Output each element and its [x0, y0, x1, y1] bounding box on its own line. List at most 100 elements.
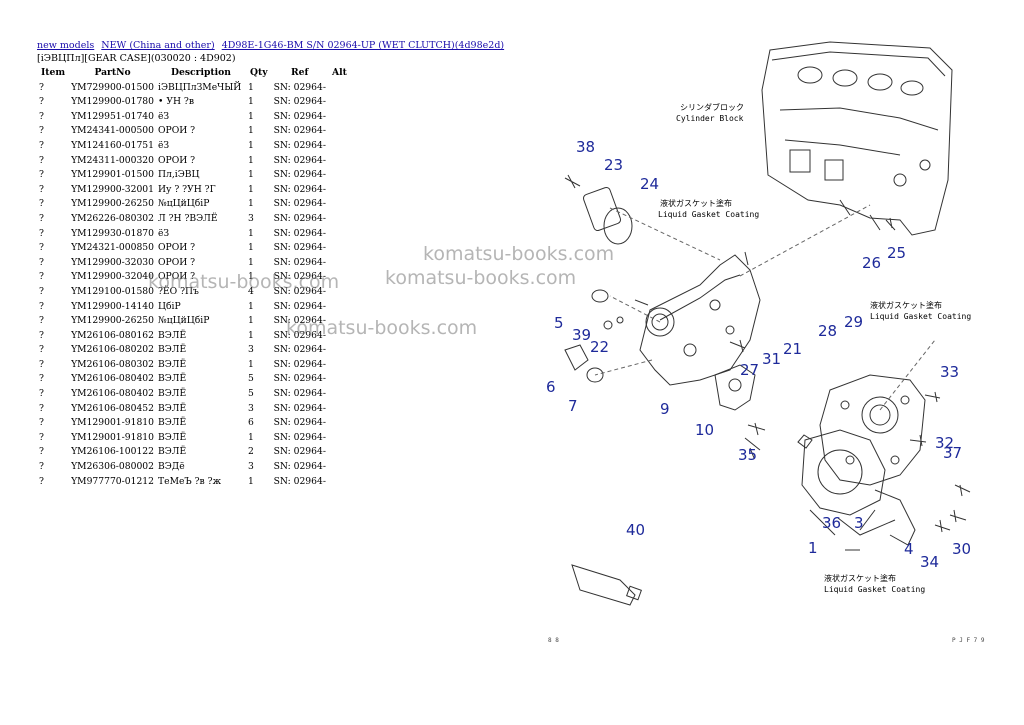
cell-qty: 6 [248, 417, 254, 429]
cell-qty: 1 [248, 154, 254, 166]
cell-item: ? [39, 315, 44, 327]
breadcrumb-link-model[interactable]: 4D98E-1G46-BM S/N 02964-UP (WET CLUTCH)(… [221, 40, 505, 51]
cell-ref: SN: 02964- [273, 96, 326, 108]
callout-number: 34 [920, 553, 939, 571]
cell-qty: 1 [248, 227, 254, 239]
cell-ref: SN: 02964- [273, 271, 326, 283]
cell-ref: SN: 02964- [273, 344, 326, 356]
cell-alt [328, 402, 351, 417]
cell-partno: YM129951-01740 [71, 110, 154, 122]
cell-ref: SN: 02964- [273, 125, 326, 137]
cell-qty: 1 [248, 169, 254, 181]
cell-partno: YM129901-01500 [71, 169, 154, 181]
cell-qty: 1 [248, 300, 254, 312]
cell-ref: SN: 02964- [273, 81, 326, 93]
cell-partno: YM129001-91810 [71, 417, 154, 429]
label-gasket-en: Liquid Gasket Coating [658, 210, 759, 219]
cell-partno: YM977770-01212 [71, 475, 154, 487]
label-gasket-jp: 液状ガスケット塗布 [870, 300, 942, 310]
cell-description: ОРОИ ? [158, 125, 196, 137]
cell-ref: SN: 02964- [273, 227, 326, 239]
cell-alt [328, 445, 351, 460]
cell-ref: SN: 02964- [273, 256, 326, 268]
cell-item: ? [39, 96, 44, 108]
sealant-tube-drawing [571, 564, 636, 606]
cell-description: ОРОИ ? [158, 242, 196, 254]
cell-item: ? [39, 169, 44, 181]
cell-partno: YM24311-000320 [71, 154, 154, 166]
watermark: komatsu-books.com [148, 271, 340, 293]
parts-table-header-row: Item PartNo Description Qty Ref Alt [37, 66, 351, 81]
cell-alt [328, 124, 351, 139]
cell-alt [328, 212, 351, 227]
cell-item: ? [39, 402, 44, 414]
cell-item: ? [39, 344, 44, 356]
cell-qty: 1 [248, 96, 254, 108]
cell-ref: SN: 02964- [273, 373, 326, 385]
cell-ref: SN: 02964- [273, 461, 326, 473]
callout-number: 33 [940, 363, 959, 381]
cell-item: ? [39, 431, 44, 443]
exploded-parts-diagram: シリンダブロック Cylinder Block 液状ガスケット塗布 Liquid… [546, 41, 985, 644]
cell-description: №цЦйЦбіР [158, 198, 210, 210]
cell-ref: SN: 02964- [273, 446, 326, 458]
callout-number: 24 [640, 175, 659, 193]
breadcrumb: new models NEW (China and other) 4D98E-1… [37, 40, 508, 51]
cell-alt [328, 460, 351, 475]
cell-partno: YM129900-01780 [71, 96, 154, 108]
cell-partno: YM129900-26250 [71, 198, 154, 210]
cell-description: ЦбіР [158, 300, 181, 312]
cell-partno: YM129900-32001 [71, 183, 154, 195]
cell-alt [328, 372, 351, 387]
col-header-item: Item [41, 67, 66, 78]
cylinder-block-drawing [761, 41, 953, 236]
callout-number: 4 [904, 540, 914, 558]
callout-number: 38 [576, 138, 595, 156]
watermark: komatsu-books.com [286, 317, 478, 339]
cell-partno: YM26106-080452 [71, 402, 154, 414]
cell-ref: SN: 02964- [273, 242, 326, 254]
cell-description: ВЭЛЁ [158, 431, 187, 443]
callout-number: 26 [862, 254, 881, 272]
cell-description: ТеМеЪ ?в ?ж [158, 475, 222, 487]
breadcrumb-link-new-models[interactable]: new models [37, 40, 95, 51]
cell-item: ? [39, 358, 44, 370]
cell-qty: 1 [248, 198, 254, 210]
page-number-label: 8 8 [548, 637, 559, 644]
label-cylinder-block-en: Cylinder Block [676, 114, 744, 123]
cell-description: Иу ? ?УН ?Г [158, 183, 216, 195]
col-header-partno: PartNo [94, 67, 131, 78]
label-gasket-en: Liquid Gasket Coating [870, 312, 971, 321]
callout-number: 21 [783, 340, 802, 358]
callout-number: 30 [952, 540, 971, 558]
cell-partno: YM26106-080202 [71, 344, 154, 356]
cell-partno: YM26106-080162 [71, 329, 154, 341]
cell-qty: 3 [248, 212, 254, 224]
callout-number: 28 [818, 322, 837, 340]
cell-item: ? [39, 461, 44, 473]
cell-alt [328, 227, 351, 242]
cell-item: ? [39, 446, 44, 458]
callout-number: 23 [604, 156, 623, 174]
cell-description: іЭВЦПлЗМеЧЫЙ [158, 81, 242, 93]
diagram-code-label: P J F 7 9 [952, 637, 985, 644]
breadcrumb-link-region[interactable]: NEW (China and other) [101, 40, 215, 51]
cell-ref: SN: 02964- [273, 431, 326, 443]
cell-partno: YM729900-01500 [71, 81, 154, 93]
cell-ref: SN: 02964- [273, 402, 326, 414]
cell-qty: 3 [248, 402, 254, 414]
cell-item: ? [39, 475, 44, 487]
label-gasket-jp: 液状ガスケット塗布 [824, 573, 896, 583]
cell-description: ВЭЛЁ [158, 358, 187, 370]
cell-item: ? [39, 242, 44, 254]
